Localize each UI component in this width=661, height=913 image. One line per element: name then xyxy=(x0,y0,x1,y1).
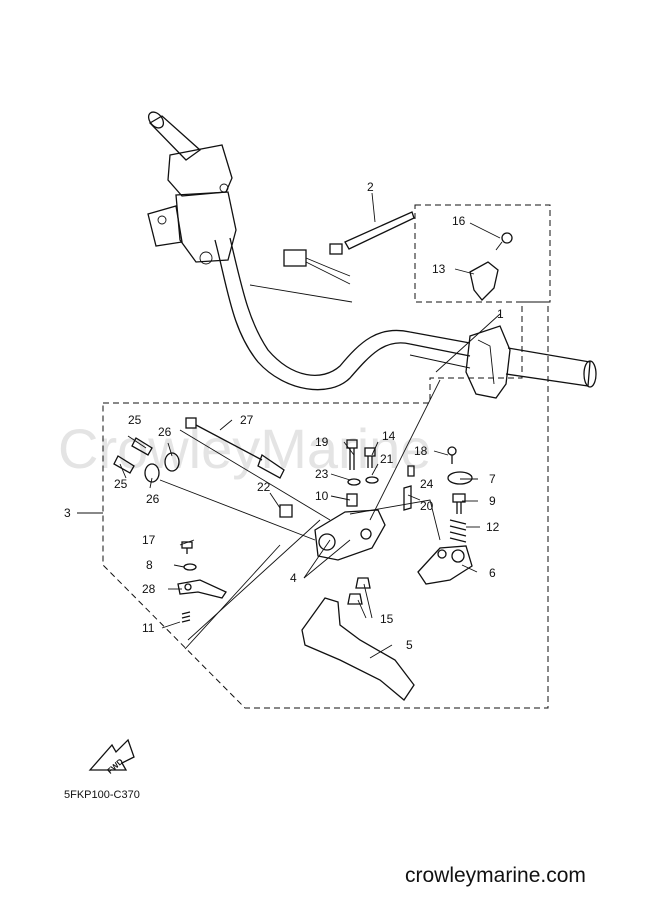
fwd-arrow-icon: FWD xyxy=(88,738,135,776)
callout-8: 8 xyxy=(146,558,153,572)
cable-tie xyxy=(329,211,415,255)
assembly-3-boundary xyxy=(102,301,549,709)
screw-18 xyxy=(447,446,457,464)
callout-7: 7 xyxy=(489,472,496,486)
washer-21 xyxy=(365,476,379,484)
callout-10: 10 xyxy=(315,489,329,503)
callout-19: 19 xyxy=(315,435,329,449)
diagram-code: 5FKP100-C370 xyxy=(64,789,140,801)
callout-16: 16 xyxy=(452,214,466,228)
plate-28 xyxy=(177,579,227,599)
callout-11: 11 xyxy=(142,621,155,635)
switch-6 xyxy=(417,545,473,585)
callout-26-top: 26 xyxy=(158,425,172,439)
connector-plug xyxy=(283,249,351,285)
callout-23: 23 xyxy=(315,467,329,481)
rod-20 xyxy=(403,485,412,511)
callout-labels: 1 2 3 4 5 6 7 8 9 10 11 12 13 14 15 16 1… xyxy=(64,180,504,652)
callout-3: 3 xyxy=(64,506,71,520)
callout-26-bottom: 26 xyxy=(146,492,160,506)
cable-27 xyxy=(185,417,285,479)
callout-28: 28 xyxy=(142,582,156,596)
collar-10 xyxy=(346,493,358,507)
leader-lines xyxy=(77,192,501,659)
callout-22: 22 xyxy=(257,480,271,494)
callout-6: 6 xyxy=(489,566,496,580)
washer-8 xyxy=(183,563,197,571)
washer-23 xyxy=(347,478,361,486)
clamp-13 xyxy=(469,261,499,301)
bolt-14 xyxy=(364,447,376,468)
website-footer: crowleymarine.com xyxy=(405,864,586,887)
pin-24 xyxy=(407,465,415,477)
right-grip-switch xyxy=(465,325,597,399)
callout-15: 15 xyxy=(380,612,394,626)
cap-22 xyxy=(279,504,293,518)
spring-12 xyxy=(449,519,467,543)
callout-17: 17 xyxy=(142,533,156,547)
bolt-19 xyxy=(346,439,358,470)
assembly-13-16-boundary xyxy=(414,204,551,303)
nuts-26 xyxy=(144,452,180,483)
callout-4: 4 xyxy=(290,571,297,585)
spring-11 xyxy=(181,611,191,623)
lever-5 xyxy=(301,597,415,701)
screw-16 xyxy=(495,232,513,251)
callout-18: 18 xyxy=(414,444,428,458)
callout-25-bottom: 25 xyxy=(114,477,128,491)
callout-20: 20 xyxy=(420,499,434,513)
bracket-4 xyxy=(314,509,386,561)
left-grip-assembly xyxy=(147,111,237,265)
callout-5: 5 xyxy=(406,638,413,652)
callout-9: 9 xyxy=(489,494,496,508)
screw-17 xyxy=(181,541,193,554)
callout-2: 2 xyxy=(367,180,374,194)
pin-9 xyxy=(452,493,466,514)
callout-12: 12 xyxy=(486,520,500,534)
nuts-15 xyxy=(347,577,371,605)
screws-25 xyxy=(113,437,153,474)
callout-27: 27 xyxy=(240,413,254,427)
callout-14: 14 xyxy=(382,429,396,443)
callout-13: 13 xyxy=(432,262,446,276)
plate-7 xyxy=(447,471,473,485)
callout-21: 21 xyxy=(380,452,394,466)
wire-harness xyxy=(159,479,316,541)
callout-25-top: 25 xyxy=(128,413,142,427)
callout-24: 24 xyxy=(420,477,434,491)
callout-1: 1 xyxy=(497,307,504,321)
handlebar xyxy=(214,237,471,391)
